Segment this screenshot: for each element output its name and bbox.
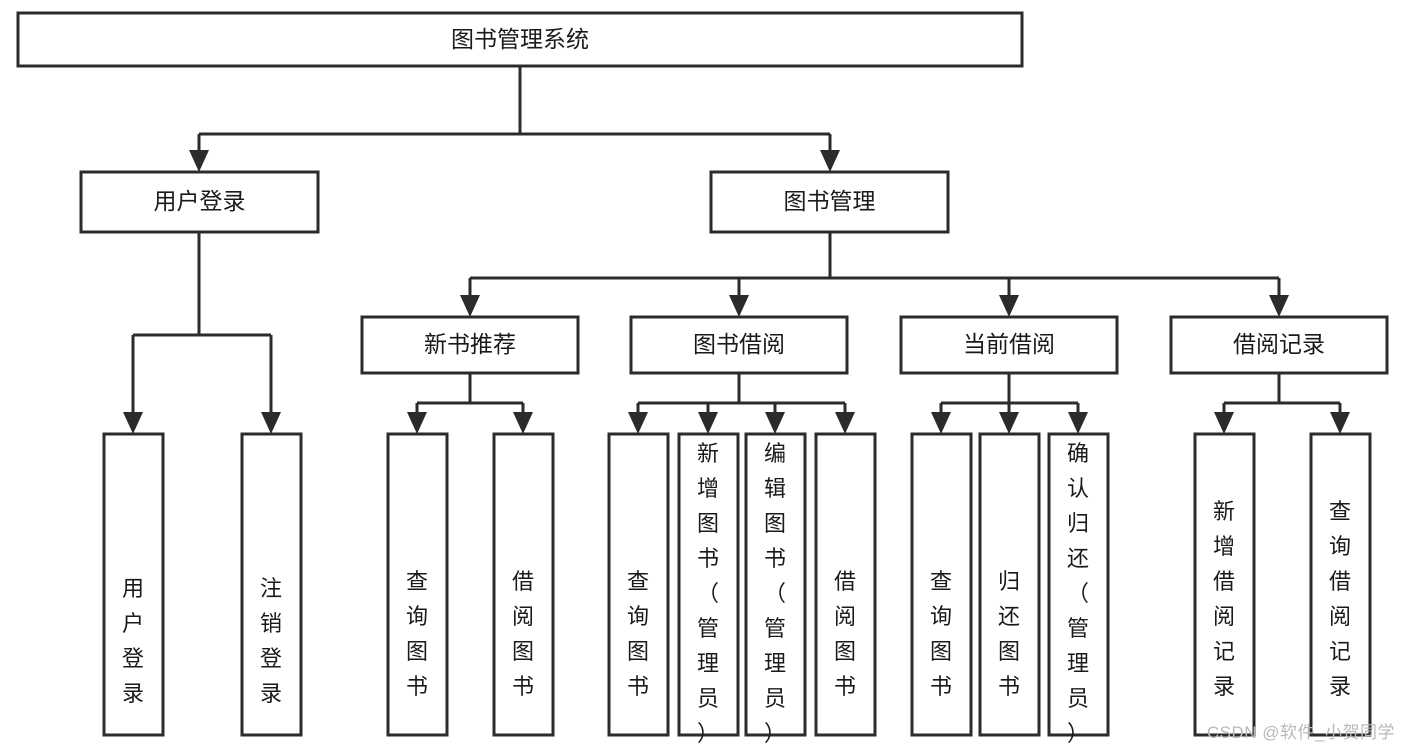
- leaf-box: [1309, 432, 1372, 737]
- leaf-label: 新增图书（管理员）: [697, 441, 719, 746]
- arrow-head-nb-leaf1: [407, 412, 427, 434]
- leaf-current-return-book[interactable]: 归还图书: [978, 432, 1041, 737]
- leaf-current-query-book[interactable]: 查询图书: [910, 432, 973, 737]
- connectors-record-to-leaves: [1214, 373, 1350, 434]
- node-new-book-recommend[interactable]: 新书推荐: [360, 315, 580, 375]
- leaf-box: [814, 432, 877, 737]
- node-new-book-recommend-box: [360, 315, 580, 375]
- leaf-box: [978, 432, 1041, 737]
- arrow-head-br-leaf1: [1214, 412, 1234, 434]
- node-borrow-record[interactable]: 借阅记录: [1169, 315, 1389, 375]
- leaf-borrow-edit-book[interactable]: 编辑图书（管理员）: [744, 432, 807, 746]
- leaf-label: 新增借阅记录: [1213, 499, 1235, 699]
- connectors-user-login-to-leaves: [123, 232, 281, 434]
- leaf-box: [240, 432, 303, 737]
- node-borrow-record-box: [1169, 315, 1389, 375]
- node-root-system[interactable]: 图书管理系统: [16, 11, 1024, 68]
- csdn-watermark: CSDN @软件_小贺同学: [1206, 723, 1395, 742]
- connectors-current-to-leaves: [931, 373, 1088, 434]
- node-user-login[interactable]: 用户登录: [79, 170, 320, 234]
- leaf-box: [677, 432, 740, 737]
- arrow-head-bb-leaf4: [835, 412, 855, 434]
- node-book-borrow[interactable]: 图书借阅: [629, 315, 849, 375]
- arrow-head-borrow: [729, 295, 749, 317]
- leaf-label: 用户登录: [122, 576, 144, 706]
- leaf-box: [102, 432, 165, 737]
- node-root-box: [16, 11, 1024, 68]
- leaf-borrow-query-book[interactable]: 查询图书: [607, 432, 670, 737]
- arrow-head-user-login: [189, 150, 209, 172]
- connectors-new-book-to-leaves: [407, 373, 533, 434]
- node-user-login-label: 用户登录: [154, 188, 246, 214]
- arrow-head-bb-leaf3: [765, 412, 785, 434]
- node-root-label: 图书管理系统: [451, 26, 589, 52]
- arrow-head-cb-leaf2: [999, 412, 1019, 434]
- node-book-borrow-box: [629, 315, 849, 375]
- leaf-label: 查询图书: [627, 569, 649, 699]
- node-book-management-label: 图书管理: [784, 188, 876, 214]
- arrow-head-current: [999, 295, 1019, 317]
- node-book-management-box: [709, 170, 950, 234]
- arrow-head-cb-leaf1: [931, 412, 951, 434]
- arrow-head-br-leaf2: [1330, 412, 1350, 434]
- leaf-borrow-borrow-book[interactable]: 借阅图书: [814, 432, 877, 737]
- leaf-box: [492, 432, 555, 737]
- node-user-login-box: [79, 170, 320, 234]
- leaf-record-add[interactable]: 新增借阅记录: [1193, 432, 1256, 737]
- connectors-book-mgmt-to-level3: [460, 232, 1289, 317]
- leaf-box: [1193, 432, 1256, 737]
- leaf-label: 编辑图书（管理员）: [764, 441, 786, 746]
- arrow-head-ul-leaf2: [261, 412, 281, 434]
- node-borrow-record-label: 借阅记录: [1233, 331, 1325, 357]
- leaf-new-book-query[interactable]: 查询图书: [386, 432, 449, 737]
- connectors-root-to-level2: [189, 66, 840, 172]
- leaf-label: 借阅图书: [834, 569, 856, 699]
- leaf-label: 确认归还（管理员）: [1067, 441, 1089, 746]
- node-current-borrow-box: [899, 315, 1119, 375]
- arrow-head-bb-leaf1: [628, 412, 648, 434]
- node-current-borrow[interactable]: 当前借阅: [899, 315, 1119, 375]
- leaf-label: 借阅图书: [512, 569, 534, 699]
- leaf-user-login-logout[interactable]: 注销登录: [240, 432, 303, 737]
- leaf-label: 查询图书: [406, 569, 428, 699]
- node-book-management[interactable]: 图书管理: [709, 170, 950, 234]
- arrow-head-record: [1269, 295, 1289, 317]
- leaf-current-confirm-return[interactable]: 确认归还（管理员）: [1047, 432, 1110, 746]
- node-new-book-recommend-label: 新书推荐: [424, 331, 516, 357]
- arrow-head-nb-leaf2: [513, 412, 533, 434]
- connectors-borrow-to-leaves: [628, 373, 855, 434]
- arrow-head-cb-leaf3: [1068, 412, 1088, 434]
- leaf-label: 注销登录: [260, 576, 282, 706]
- leaf-box: [910, 432, 973, 737]
- arrow-head-bb-leaf2: [698, 412, 718, 434]
- leaf-new-book-borrow[interactable]: 借阅图书: [492, 432, 555, 737]
- leaf-box: [386, 432, 449, 737]
- leaf-box: [1047, 432, 1110, 737]
- node-book-borrow-label: 图书借阅: [693, 331, 785, 357]
- leaf-box: [607, 432, 670, 737]
- node-current-borrow-label: 当前借阅: [963, 331, 1055, 357]
- leaf-label: 归还图书: [998, 569, 1020, 699]
- leaf-box: [744, 432, 807, 737]
- leaf-user-login-login[interactable]: 用户登录: [102, 432, 165, 737]
- leaf-borrow-add-book[interactable]: 新增图书（管理员）: [677, 432, 740, 746]
- leaf-label: 查询借阅记录: [1329, 499, 1351, 699]
- arrow-head-book-mgmt: [820, 150, 840, 172]
- leaf-label: 查询图书: [930, 569, 952, 699]
- arrow-head-ul-leaf1: [123, 412, 143, 434]
- leaf-record-query[interactable]: 查询借阅记录: [1309, 432, 1372, 737]
- arrow-head-new-book: [460, 295, 480, 317]
